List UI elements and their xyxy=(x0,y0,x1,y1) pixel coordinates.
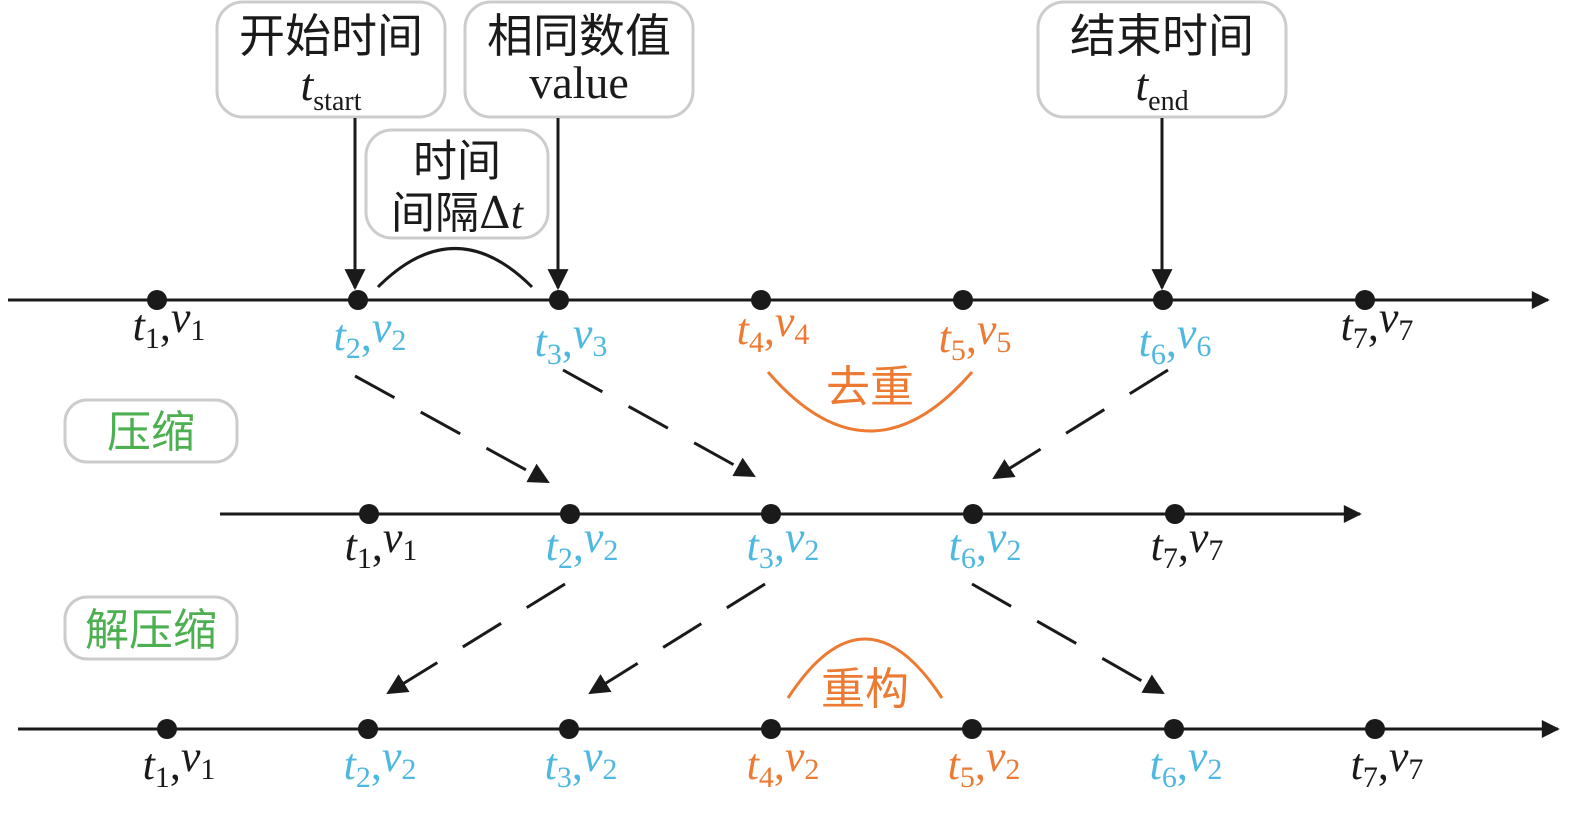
start-time-callout: 开始时间 tstart xyxy=(215,0,447,119)
decompress-stage-label: 解压缩 xyxy=(63,595,239,661)
compressed-point-3 xyxy=(761,504,781,524)
decompressed-point-5 xyxy=(962,719,982,739)
decompress-label: 解压缩 xyxy=(85,605,217,656)
original-point-label-2: t2,v2 xyxy=(334,303,407,365)
compressed-point-1 xyxy=(359,504,379,524)
compressed-point-label-3: t3,v2 xyxy=(747,513,820,575)
reconstruct-label: 重构 xyxy=(821,664,909,715)
compressed-point-label-4: t6,v2 xyxy=(949,513,1022,575)
compressed-point-2 xyxy=(560,504,580,524)
decompressed-point-label-5: t5,v2 xyxy=(948,732,1021,794)
time-interval-line2: 间隔Δt xyxy=(391,188,525,239)
decompressed-point-7 xyxy=(1365,719,1385,739)
dashed-arrow-back-t6 xyxy=(971,582,1165,695)
decompressed-point-1 xyxy=(157,719,177,739)
decompressed-point-label-4: t4,v2 xyxy=(747,732,820,794)
compressed-point-label-5: t7,v7 xyxy=(1151,513,1224,575)
compressed-point-label-1: t1,v1 xyxy=(345,513,418,575)
same-value-symbol: value xyxy=(529,57,629,108)
original-point-3 xyxy=(549,290,569,310)
end-time-callout: 结束时间 tend xyxy=(1036,0,1288,119)
reconstruct-arc xyxy=(786,637,944,699)
dedup-label: 去重 xyxy=(826,362,914,413)
decompressed-point-label-7: t7,v7 xyxy=(1351,732,1424,794)
decompression-mapping-arrows xyxy=(386,582,1165,695)
dashed-arrow-t2 xyxy=(354,374,550,484)
dashed-arrow-t6 xyxy=(992,368,1169,480)
compressed-point-5 xyxy=(1165,504,1185,524)
original-point-4 xyxy=(751,290,771,310)
original-point-label-7: t7,v7 xyxy=(1341,293,1414,355)
dashed-arrow-back-t3 xyxy=(588,582,766,695)
compress-stage-label: 压缩 xyxy=(63,398,239,464)
same-value-callout: 相同数值 value xyxy=(463,0,695,119)
time-interval-line1: 时间 xyxy=(413,136,501,187)
decompressed-point-6 xyxy=(1164,719,1184,739)
decompressed-point-label-1: t1,v1 xyxy=(143,732,216,794)
compressed-point-label-2: t2,v2 xyxy=(546,513,619,575)
original-point-2 xyxy=(348,290,368,310)
original-point-7 xyxy=(1355,290,1375,310)
original-point-label-3: t3,v3 xyxy=(535,309,608,371)
original-point-label-1: t1,v1 xyxy=(133,293,206,355)
compress-label: 压缩 xyxy=(107,407,195,458)
time-interval-callout: 时间 间隔Δt xyxy=(364,128,550,240)
dedup-arc xyxy=(766,371,974,433)
decompressed-point-2 xyxy=(358,719,378,739)
original-point-6 xyxy=(1153,290,1173,310)
end-time-title: 结束时间 xyxy=(1070,9,1254,63)
start-time-symbol: tstart xyxy=(301,59,362,117)
interval-arc xyxy=(376,247,534,289)
decompressed-point-3 xyxy=(559,719,579,739)
original-point-label-4: t4,v4 xyxy=(737,297,810,359)
compression-mapping-arrows xyxy=(354,368,1169,484)
original-point-label-5: t5,v5 xyxy=(939,305,1012,367)
original-point-1 xyxy=(147,290,167,310)
end-time-symbol: tend xyxy=(1135,59,1188,117)
original-point-5 xyxy=(953,290,973,310)
decompressed-point-label-6: t6,v2 xyxy=(1150,732,1223,794)
dashed-arrow-t3 xyxy=(562,368,756,478)
compressed-point-4 xyxy=(963,504,983,524)
decompressed-point-label-2: t2,v2 xyxy=(344,732,417,794)
points-layer: t1,v1 t2,v2 t3,v3 t4,v4 t5,v5 t6,v6 t7,v7 t1,v1… xyxy=(133,290,1424,794)
decompressed-point-4 xyxy=(761,719,781,739)
start-time-title: 开始时间 xyxy=(239,9,423,63)
decompressed-point-label-3: t3,v2 xyxy=(545,732,618,794)
same-value-title: 相同数值 xyxy=(487,9,671,63)
original-point-label-6: t6,v6 xyxy=(1139,309,1212,371)
dashed-arrow-back-t2 xyxy=(386,582,566,695)
